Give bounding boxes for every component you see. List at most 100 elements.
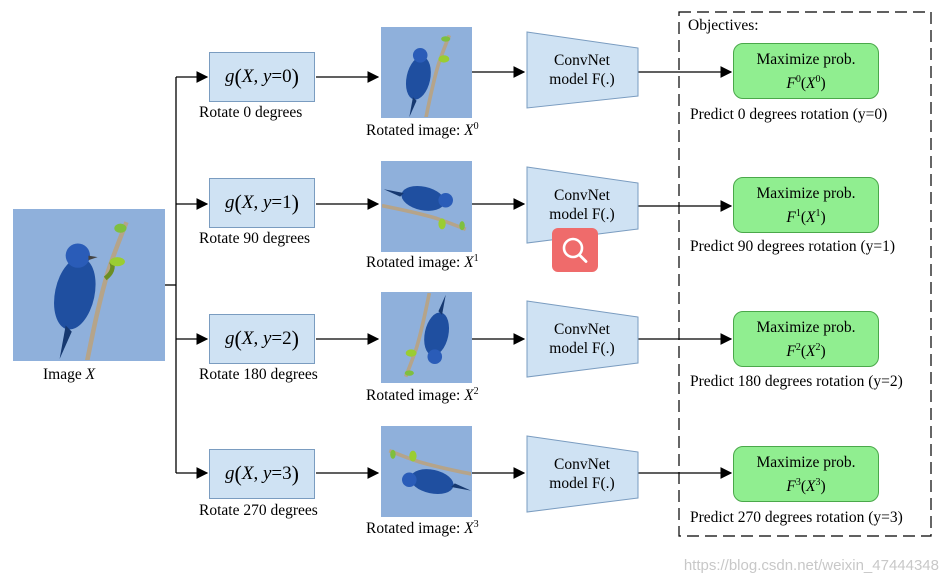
rotated-image (381, 426, 472, 517)
g-open-paren: ( (234, 461, 242, 486)
convnet-shape-2 (526, 300, 639, 378)
g-y: y (262, 463, 272, 484)
rotated-sup: 0 (473, 121, 479, 132)
rotated-sup: 3 (473, 519, 479, 530)
g-open-paren: ( (234, 190, 242, 215)
g-close-paren: ) (291, 190, 299, 215)
convnet-line2: model F(.) (549, 340, 615, 357)
search-button[interactable] (552, 228, 598, 272)
objective-sup-f: 0 (795, 74, 801, 85)
g-close-paren: ) (291, 461, 299, 486)
rotated-var: X (464, 387, 474, 405)
rotated-bird (388, 448, 471, 495)
objective-sup-x: 3 (815, 477, 821, 488)
obj-close-paren: ) (820, 478, 826, 496)
g-x: X (241, 463, 254, 484)
rotated-image (381, 292, 472, 383)
g-y-value: 3 (282, 463, 292, 484)
input-label-var: X (85, 366, 96, 383)
rotated-prefix: Rotated image: (366, 520, 465, 538)
input-image (13, 209, 165, 361)
prediction-label: Predict 90 degrees rotation (y=1) (690, 238, 896, 255)
obj-close-paren: ) (820, 209, 826, 227)
prediction-label: Predict 270 degrees rotation (y=3) (690, 509, 903, 526)
g-open-paren: ( (234, 326, 242, 351)
convnet-label: ConvNet model F(.) (527, 455, 637, 493)
rotated-prefix: Rotated image: (366, 122, 465, 140)
objective-box: Maximize prob. F0(X0) (733, 43, 879, 99)
rotate-label: Rotate 0 degrees (199, 104, 303, 121)
rotated-var: X (464, 122, 474, 140)
g-y-value: 1 (282, 192, 292, 213)
g-comma: , (253, 463, 263, 484)
prediction-label: Predict 0 degrees rotation (y=0) (690, 106, 888, 123)
objective-sup-f: 1 (795, 208, 801, 219)
g-func: g (225, 463, 235, 484)
g-comma: , (253, 66, 263, 87)
g-eq: = (271, 192, 283, 213)
objective-line1: Maximize prob. (756, 185, 856, 202)
objective-formula: F3(X3) (786, 477, 826, 496)
objectives-title: Objectives: (688, 17, 759, 34)
objective-box: Maximize prob. F3(X3) (733, 446, 879, 502)
convnet-label: ConvNet model F(.) (527, 320, 637, 358)
convnet-line1: ConvNet (554, 52, 610, 69)
objectives-frame (678, 11, 932, 537)
objective-formula: F0(X0) (786, 74, 826, 93)
rotated-image-label: Rotated image: X0 (366, 121, 479, 140)
watermark: https://blog.csdn.net/weixin_47444348 (683, 557, 939, 574)
convnet-line2: model F(.) (549, 71, 615, 88)
transform-box: g( X, y=1) (209, 178, 315, 228)
rotate-label: Rotate 90 degrees (199, 230, 311, 247)
rotated-bird (403, 293, 450, 378)
rotated-sup: 2 (473, 386, 479, 397)
g-y: y (262, 328, 272, 349)
transform-box: g( X, y=2) (209, 314, 315, 364)
g-func: g (225, 66, 235, 87)
g-y-value: 2 (282, 328, 292, 349)
rotated-var: X (464, 520, 474, 538)
convnet-line1: ConvNet (554, 456, 610, 473)
objective-formula: F2(X2) (786, 342, 826, 361)
objective-sup-x: 2 (815, 342, 821, 353)
search-icon (562, 237, 588, 263)
bird-illustration (54, 221, 129, 360)
g-y-value: 0 (282, 66, 292, 87)
convnet-label: ConvNet model F(.) (527, 51, 637, 89)
g-open-paren: ( (234, 64, 242, 89)
convnet-line2: model F(.) (549, 475, 615, 492)
g-y: y (262, 192, 272, 213)
g-comma: , (253, 328, 263, 349)
g-eq: = (271, 463, 283, 484)
transform-box: g( X, y=0) (209, 52, 315, 102)
g-x: X (241, 66, 254, 87)
convnet-shape-3 (526, 435, 639, 513)
objective-box: Maximize prob. F2(X2) (733, 311, 879, 367)
g-close-paren: ) (291, 326, 299, 351)
rotated-sup: 1 (473, 253, 479, 264)
objective-sup-x: 1 (815, 208, 821, 219)
g-x: X (241, 328, 254, 349)
prediction-label: Predict 180 degrees rotation (y=2) (690, 373, 903, 390)
objective-sup-x: 0 (815, 74, 821, 85)
objective-formula: F1(X1) (786, 208, 826, 227)
g-func: g (225, 328, 235, 349)
obj-open-paren: ( (800, 209, 806, 227)
rotated-bird (382, 185, 467, 232)
rotate-label: Rotate 270 degrees (199, 502, 318, 519)
obj-open-paren: ( (800, 343, 806, 361)
obj-close-paren: ) (820, 343, 826, 361)
g-eq: = (271, 328, 283, 349)
objective-sup-f: 3 (795, 477, 801, 488)
rotated-image-label: Rotated image: X1 (366, 253, 479, 272)
rotated-bird (405, 34, 452, 117)
convnet-shape-1 (526, 166, 639, 244)
convnet-line1: ConvNet (554, 187, 610, 204)
g-x: X (241, 192, 254, 213)
rotated-image (381, 27, 472, 118)
g-comma: , (253, 192, 263, 213)
input-label-prefix: Image (43, 366, 86, 383)
rotate-label: Rotate 180 degrees (199, 366, 318, 383)
convnet-label: ConvNet model F(.) (527, 186, 637, 224)
